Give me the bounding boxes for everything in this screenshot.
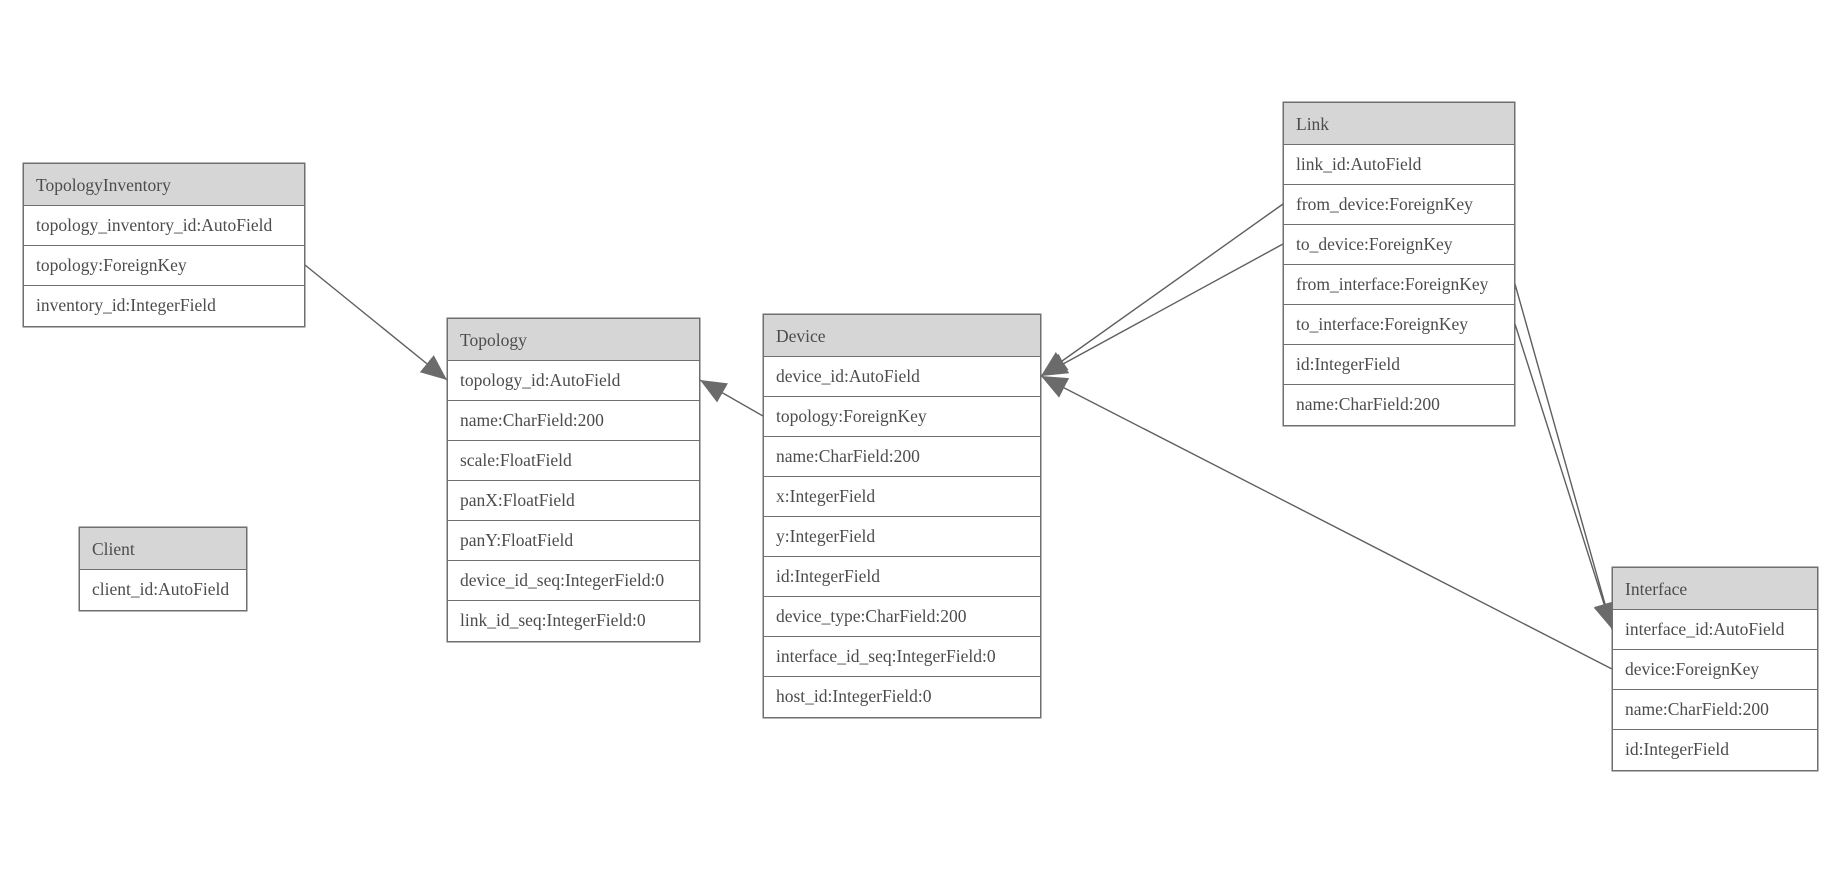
entity-field: x:IntegerField (764, 477, 1040, 517)
entity-title: Link (1284, 103, 1514, 145)
entity-field: from_interface:ForeignKey (1284, 265, 1514, 305)
entity-field: y:IntegerField (764, 517, 1040, 557)
entity-field: device:ForeignKey (1613, 650, 1817, 690)
entity-field: device_id_seq:IntegerField:0 (448, 561, 699, 601)
entity-field: name:CharField:200 (1284, 385, 1514, 425)
entity-field: link_id:AutoField (1284, 145, 1514, 185)
relation-line-link-interface (1514, 323, 1615, 630)
entity-field: name:CharField:200 (764, 437, 1040, 477)
relation-line-link-device (1040, 243, 1284, 377)
entity-field: topology_inventory_id:AutoField (24, 206, 304, 246)
entity-field: id:IntegerField (1284, 345, 1514, 385)
entity-title: Topology (448, 319, 699, 361)
entity-field: topology:ForeignKey (24, 246, 304, 286)
entity-field: inventory_id:IntegerField (24, 286, 304, 326)
entity-field: name:CharField:200 (448, 401, 699, 441)
entity-field: device_id:AutoField (764, 357, 1040, 397)
entity-field: id:IntegerField (1613, 730, 1817, 770)
entity-field: host_id:IntegerField:0 (764, 677, 1040, 717)
entity-field: topology:ForeignKey (764, 397, 1040, 437)
entity-field: name:CharField:200 (1613, 690, 1817, 730)
entity-field: link_id_seq:IntegerField:0 (448, 601, 699, 641)
relation-line-interface-device (1040, 375, 1613, 670)
entity-field: scale:FloatField (448, 441, 699, 481)
entity-field: to_interface:ForeignKey (1284, 305, 1514, 345)
entity-field: topology_id:AutoField (448, 361, 699, 401)
relation-line-link-interface (1514, 283, 1616, 630)
entity-field: device_type:CharField:200 (764, 597, 1040, 637)
entity-title: Interface (1613, 568, 1817, 610)
entity-title: Client (80, 528, 246, 570)
entity-field: panY:FloatField (448, 521, 699, 561)
relation-line-topologyinventory-topology (304, 264, 448, 381)
entity-field: from_device:ForeignKey (1284, 185, 1514, 225)
entity-title: Device (764, 315, 1040, 357)
entity-field: id:IntegerField (764, 557, 1040, 597)
entity-field: panX:FloatField (448, 481, 699, 521)
entity-field: interface_id_seq:IntegerField:0 (764, 637, 1040, 677)
entity-title: TopologyInventory (24, 164, 304, 206)
entity-field: interface_id:AutoField (1613, 610, 1817, 650)
relation-line-link-device (1040, 203, 1284, 377)
entity-field: client_id:AutoField (80, 570, 246, 610)
entity-field: to_device:ForeignKey (1284, 225, 1514, 265)
relation-line-device-topology (699, 379, 764, 417)
